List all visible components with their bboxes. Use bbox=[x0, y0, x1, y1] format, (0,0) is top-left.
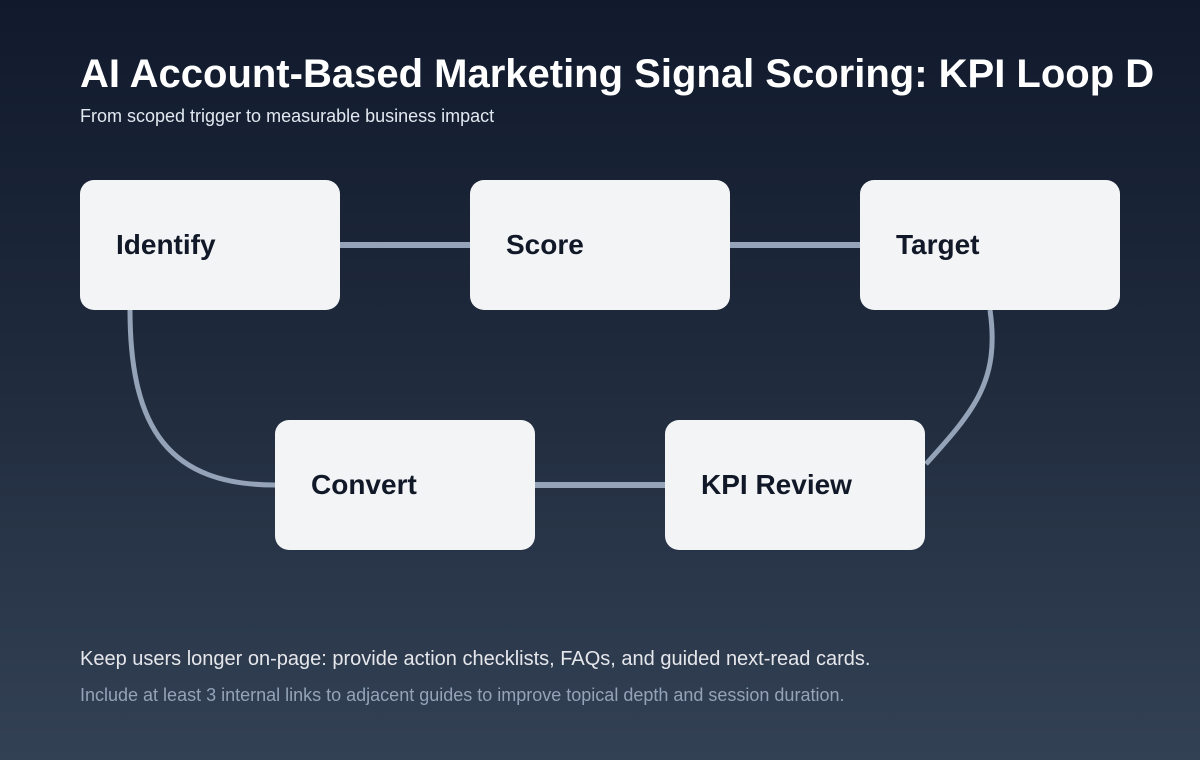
footer-note: Keep users longer on-page: provide actio… bbox=[80, 648, 871, 670]
node-convert[interactable]: Convert bbox=[275, 420, 535, 550]
node-identify[interactable]: Identify bbox=[80, 180, 340, 310]
node-label: Identify bbox=[116, 229, 216, 260]
node-target[interactable]: Target bbox=[860, 180, 1120, 310]
connector-target-kpi-review bbox=[924, 309, 995, 466]
node-label: KPI Review bbox=[701, 469, 852, 500]
node-label: Score bbox=[506, 229, 584, 260]
connector-convert-identify bbox=[127, 309, 276, 488]
node-label: Target bbox=[896, 229, 980, 260]
page-title: AI Account-Based Marketing Signal Scorin… bbox=[80, 52, 1155, 96]
node-label: Convert bbox=[311, 469, 417, 500]
footer-tip: Include at least 3 internal links to adj… bbox=[80, 685, 845, 705]
node-score[interactable]: Score bbox=[470, 180, 730, 310]
page-subtitle: From scoped trigger to measurable busine… bbox=[80, 106, 495, 126]
node-kpi-review[interactable]: KPI Review bbox=[665, 420, 925, 550]
